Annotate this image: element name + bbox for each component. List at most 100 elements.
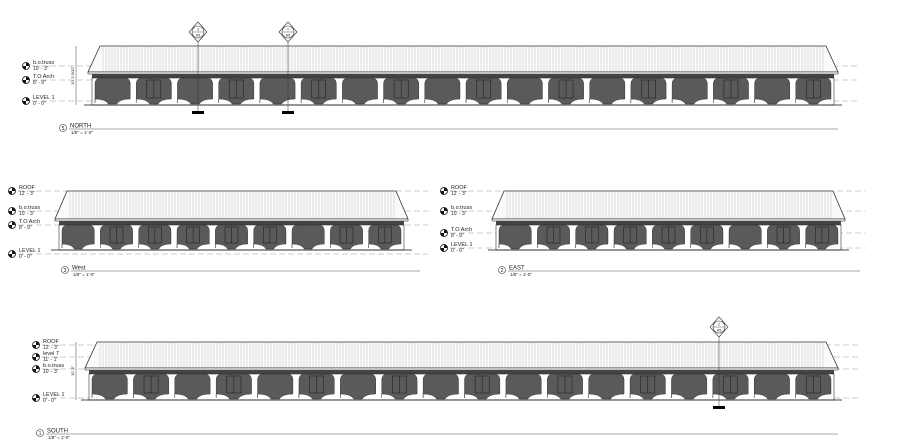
view-number: 3 bbox=[64, 268, 67, 274]
level-name: LEVEL 1 bbox=[33, 95, 55, 101]
arch-opening bbox=[340, 373, 376, 400]
level-marker-fill bbox=[440, 229, 448, 237]
arch-opening bbox=[728, 224, 762, 250]
arch-opening bbox=[588, 373, 625, 400]
fascia bbox=[84, 367, 839, 371]
level-value: 0' - 0" bbox=[451, 248, 464, 254]
arch-opening bbox=[174, 373, 211, 400]
section-cut-mark bbox=[713, 406, 725, 409]
arch-opening bbox=[505, 373, 542, 400]
dimension-text: 10' 3 5/32" bbox=[70, 65, 75, 84]
level-marker: level 711' - 1" bbox=[32, 351, 59, 363]
level-name: ROOF bbox=[43, 339, 60, 345]
arch-opening bbox=[498, 224, 532, 250]
level-value: 11' - 1" bbox=[43, 357, 58, 363]
level-value: 8' - 9" bbox=[33, 80, 46, 86]
section-number: 2 bbox=[718, 323, 720, 327]
fascia bbox=[491, 218, 846, 222]
view-number: 1 bbox=[39, 431, 42, 437]
level-value: 10' - 3" bbox=[19, 211, 35, 217]
arch-opening bbox=[671, 373, 708, 400]
view-scale: 1/8" = 1'-0" bbox=[48, 435, 70, 440]
section-marker: 3A5 bbox=[188, 21, 208, 114]
level-name: ROOF bbox=[451, 185, 468, 191]
arch-opening bbox=[754, 77, 790, 105]
level-marker-fill bbox=[22, 97, 30, 105]
level-marker-fill bbox=[440, 244, 448, 252]
view-name: NORTH bbox=[70, 124, 91, 130]
level-marker-fill bbox=[440, 187, 448, 195]
arch-opening bbox=[342, 77, 378, 105]
beam bbox=[89, 370, 834, 374]
level-name: level 7 bbox=[43, 351, 59, 357]
level-name: b.o.truss bbox=[19, 205, 40, 211]
level-marker-fill bbox=[8, 187, 16, 195]
view-number-circle bbox=[498, 266, 506, 274]
level-value: 10' - 3" bbox=[451, 211, 467, 217]
level-name: LEVEL 1 bbox=[43, 392, 65, 398]
level-value: 8' - 9" bbox=[451, 233, 464, 239]
level-value: 0' - 0" bbox=[43, 398, 56, 404]
level-marker: LEVEL 10' - 0" bbox=[22, 95, 55, 107]
view-name: SOUTH bbox=[47, 429, 68, 435]
level-marker-fill bbox=[8, 250, 16, 258]
level-marker-fill bbox=[22, 76, 30, 84]
arch-opening bbox=[589, 77, 626, 105]
level-value: 0' - 0" bbox=[33, 101, 46, 107]
arch-opening bbox=[754, 373, 790, 400]
section-marker: 2A5 bbox=[709, 316, 729, 409]
arch-opening bbox=[671, 77, 708, 105]
arcade-wall bbox=[91, 77, 835, 106]
arch-opening bbox=[91, 373, 128, 400]
level-marker: LEVEL 10' - 0" bbox=[440, 242, 473, 254]
dimension-text: 10' 3" bbox=[70, 365, 75, 376]
section-sheet: A5 bbox=[196, 34, 200, 38]
level-name: T.O Arch bbox=[451, 227, 472, 233]
arch-opening bbox=[61, 224, 95, 250]
beam bbox=[496, 221, 841, 225]
arch-opening bbox=[424, 77, 461, 105]
arch-opening bbox=[291, 224, 325, 250]
arch-opening bbox=[177, 77, 213, 105]
fascia bbox=[54, 218, 409, 222]
level-name: T.O Arch bbox=[33, 74, 54, 80]
view-scale: 1/8" = 1'-0" bbox=[510, 272, 532, 277]
arcade-wall bbox=[88, 373, 835, 401]
beam bbox=[92, 74, 834, 78]
view-name: EAST bbox=[509, 266, 525, 272]
level-marker-fill bbox=[440, 207, 448, 215]
view-scale: 1/8" = 1'-0" bbox=[73, 272, 95, 277]
section-cut-mark bbox=[282, 111, 294, 114]
level-value: 10' - 3" bbox=[43, 369, 59, 375]
level-name: b.o.truss bbox=[43, 363, 64, 369]
level-value: 12' - 3" bbox=[43, 345, 59, 351]
arch-opening bbox=[257, 373, 294, 400]
level-value: 0' - 0" bbox=[19, 254, 32, 260]
level-name: ROOF bbox=[19, 185, 36, 191]
section-cut-mark bbox=[192, 111, 204, 114]
section-sheet: A5 bbox=[286, 34, 290, 38]
arch-opening bbox=[507, 77, 543, 105]
view-number-circle bbox=[36, 429, 44, 437]
arch-opening bbox=[94, 77, 131, 105]
level-marker: LEVEL 10' - 0" bbox=[32, 392, 65, 404]
view-number-circle bbox=[59, 124, 67, 132]
view-scale: 1/8" = 1'-0" bbox=[71, 130, 93, 135]
level-value: 12' - 3" bbox=[451, 191, 467, 197]
